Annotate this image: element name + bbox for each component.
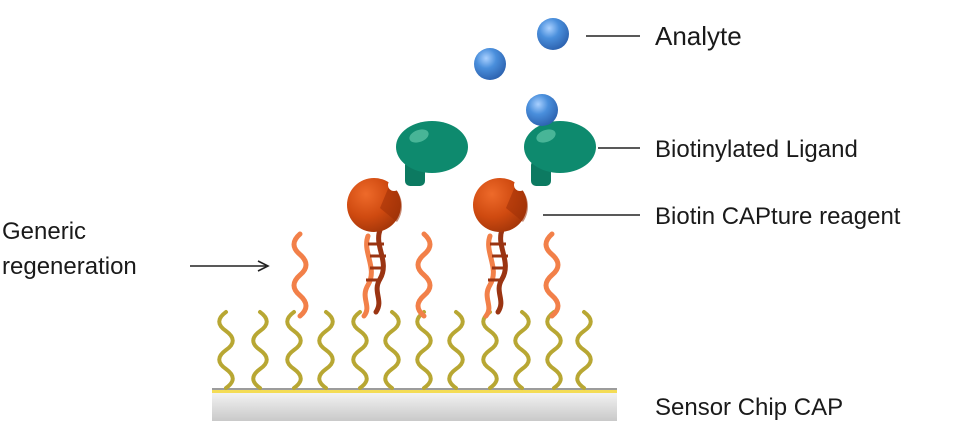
regeneration-arrow xyxy=(190,260,270,272)
label-analyte: Analyte xyxy=(655,21,742,51)
capture-complex-right xyxy=(473,178,528,319)
dextran-strand xyxy=(285,310,303,390)
free-oligo-strand xyxy=(291,231,309,319)
dextran-strand xyxy=(251,310,269,390)
label-regeneration: regeneration xyxy=(2,253,137,280)
free-oligo-strand xyxy=(415,231,433,319)
chip-body xyxy=(212,393,617,421)
ligand-highlight xyxy=(409,129,429,143)
free-oligo-strand xyxy=(543,231,561,319)
sphere-shadow xyxy=(506,184,528,222)
dextran-strand xyxy=(481,310,499,390)
label-biotin-capture-reagent: Biotin CAPture reagent xyxy=(655,203,901,230)
ligand-head xyxy=(396,121,468,173)
label-sensor-chip-cap: Sensor Chip CAP xyxy=(655,394,843,421)
analyte-sphere xyxy=(526,94,558,126)
analyte-sphere xyxy=(474,48,506,80)
complementary-strand xyxy=(495,227,508,315)
dextran-strand xyxy=(383,310,401,390)
oligo-strand xyxy=(483,233,496,319)
label-generic: Generic xyxy=(2,218,86,245)
chip-gold-layer xyxy=(212,390,617,393)
oligonucleotide-strands xyxy=(291,231,561,319)
dextran-strand xyxy=(351,310,369,390)
dextran-strand xyxy=(317,310,335,390)
chip-top-edge xyxy=(212,388,617,390)
dextran-matrix xyxy=(217,310,593,390)
capture-complex-left xyxy=(347,178,402,319)
sphere-shadow xyxy=(380,184,402,222)
ligand-right xyxy=(524,121,596,186)
ligand-head xyxy=(524,121,596,173)
dextran-strand xyxy=(217,310,235,390)
ligand-highlight xyxy=(536,129,556,143)
biotin-pocket xyxy=(388,179,400,191)
complementary-strand xyxy=(373,227,386,315)
dextran-strand xyxy=(513,310,531,390)
sensor-chip xyxy=(212,388,617,421)
label-biotinylated-ligand: Biotinylated Ligand xyxy=(655,136,858,163)
oligo-strand xyxy=(361,233,374,319)
dextran-strand xyxy=(575,310,593,390)
biotin-pocket xyxy=(514,179,526,191)
ligand-left xyxy=(396,121,468,186)
dextran-strand xyxy=(447,310,465,390)
analyte-molecules xyxy=(474,18,569,126)
dextran-strand xyxy=(545,310,563,390)
dextran-strand xyxy=(415,310,433,390)
analyte-sphere xyxy=(537,18,569,50)
